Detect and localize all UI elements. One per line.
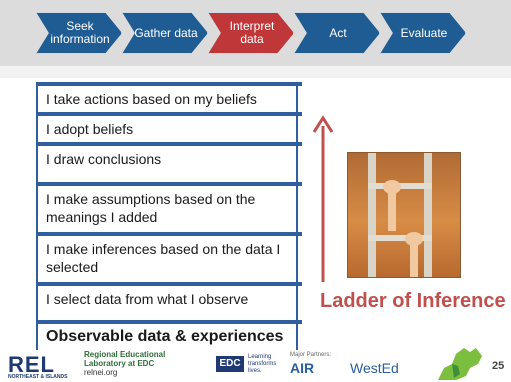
ladder-step-conclusions: I draw conclusions — [36, 146, 298, 182]
footer: REL NORTHEAST & ISLANDS Regional Educati… — [0, 344, 511, 381]
ladder-rung-bar — [36, 182, 302, 186]
partners-label: Major Partners: — [290, 352, 332, 358]
edc-logo: EDC — [216, 356, 244, 372]
process-step-act: Act — [294, 12, 380, 54]
rel-logo: REL — [8, 352, 55, 377]
edc-tagline: Learning transforms lives. — [248, 354, 277, 374]
wested-logo: WestEd — [350, 360, 399, 376]
process-step-label: Act — [329, 25, 347, 40]
ladder-hands-icon — [368, 153, 432, 277]
rel-description: Regional Educational Laboratory at EDC r… — [84, 350, 165, 377]
process-step-label: Evaluate — [400, 25, 448, 40]
page-number: 25 — [492, 360, 505, 372]
up-arrow-icon — [312, 115, 334, 282]
ladder-rung-bar — [36, 82, 302, 86]
ladder-rung-bar — [36, 142, 302, 146]
process-step-label: Seek information — [50, 19, 110, 46]
ladder-climbing-photo — [347, 152, 461, 278]
ladder-step-observable-data: Observable data & experiences — [36, 324, 298, 350]
ladder-step-beliefs: I adopt beliefs — [36, 116, 298, 142]
air-logo: AIR — [290, 360, 315, 376]
rel-url: relnei.org — [84, 368, 118, 377]
rel-description-line2: Laboratory at EDC — [84, 359, 155, 368]
process-bar: Seek information Gather data Interpret d… — [0, 0, 511, 66]
ladder-title: Ladder of Inference — [320, 290, 506, 312]
ladder-step-inferences: I make inferences based on the data I se… — [36, 236, 298, 282]
ladder-rung-bar — [36, 112, 302, 116]
process-step-interpret-data: Interpret data — [208, 12, 294, 54]
process-step-seek-information: Seek information — [36, 12, 122, 54]
ladder-step-assumptions: I make assumptions based on the meanings… — [36, 186, 298, 232]
ladder-step-select-data: I select data from what I observe — [36, 286, 298, 320]
ladder-rung-bar — [36, 282, 302, 286]
process-step-label: Interpret data — [229, 19, 275, 46]
ladder-rung-bar — [36, 232, 302, 236]
divider-band — [0, 66, 511, 78]
process-step-gather-data: Gather data — [122, 12, 208, 54]
ladder-step-actions: I take actions based on my beliefs — [36, 86, 298, 112]
rel-description-line1: Regional Educational — [84, 350, 166, 359]
process-step-evaluate: Evaluate — [380, 12, 466, 54]
ladder-rung-bar — [36, 320, 302, 324]
northeast-map-icon — [438, 348, 482, 380]
process-step-label: Gather data — [134, 25, 198, 40]
rel-logo-subtext: NORTHEAST & ISLANDS — [8, 374, 68, 380]
